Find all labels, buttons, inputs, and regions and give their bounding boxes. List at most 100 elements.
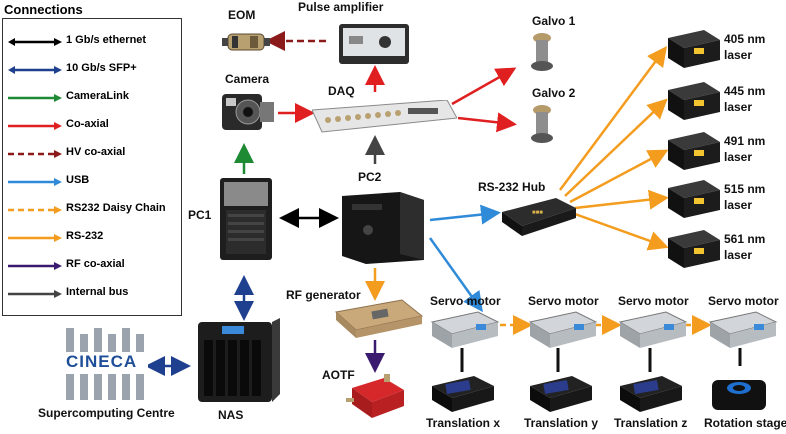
servo-motor-label: Servo motor	[430, 294, 501, 308]
legend-item-label: 1 Gb/s ethernet	[66, 34, 147, 46]
galvo2-label: Galvo 2	[532, 86, 576, 100]
legend-item: 1 Gb/s ethernet	[8, 34, 178, 50]
legend-swatch	[8, 178, 62, 186]
laser-wavelength-label: 445 nm	[724, 84, 766, 98]
laser-device	[668, 82, 720, 120]
servo-motor-device	[528, 311, 598, 348]
servo-motor-label: Servo motor	[528, 294, 599, 308]
translation-stage-device	[530, 376, 592, 412]
translation-stage-label: Translation y	[524, 416, 599, 430]
legend-item-label: Internal bus	[66, 286, 129, 298]
galvo2-device	[531, 105, 553, 143]
legend-item: 10 Gb/s SFP+	[8, 62, 178, 78]
galvo1-label: Galvo 1	[532, 14, 576, 28]
legend-item: HV co-axial	[8, 146, 178, 162]
pc1-label: PC1	[188, 208, 212, 222]
legend-swatch	[8, 234, 62, 242]
legend-item: RF co-axial	[8, 258, 178, 274]
legend-swatch	[8, 38, 62, 46]
eom-device	[222, 33, 270, 51]
laser-device	[668, 132, 720, 170]
laser-type-label: laser	[724, 48, 753, 62]
laser-wavelength-label: 561 nm	[724, 232, 766, 246]
link-daq-galvo1	[451, 67, 517, 106]
translation-stage-device	[432, 376, 494, 412]
supercomputing-label: Supercomputing Centre	[38, 406, 175, 420]
laser-device	[668, 180, 720, 218]
link-daq-galvo2	[457, 112, 517, 133]
camera-device	[222, 94, 274, 130]
link-pc2-hub	[429, 204, 501, 225]
laser-type-label: laser	[724, 248, 753, 262]
pc1-device	[220, 178, 272, 260]
legend-swatch	[8, 150, 62, 158]
daq-device	[312, 100, 457, 133]
legend-item: Internal bus	[8, 286, 178, 302]
nas-label: NAS	[218, 408, 244, 422]
laser-device	[668, 230, 720, 268]
legend-swatch	[8, 262, 62, 270]
pulse-amplifier-label: Pulse amplifier	[298, 0, 384, 14]
legend-item: RS-232	[8, 230, 178, 246]
link-hub-laser445	[564, 98, 668, 197]
pulse-amplifier-device	[339, 24, 409, 64]
camera-label: Camera	[225, 72, 270, 86]
legend-swatch	[8, 122, 62, 130]
legend-title: Connections	[4, 2, 83, 17]
servo-motor-label: Servo motor	[618, 294, 689, 308]
eom-label: EOM	[228, 8, 256, 22]
legend-swatch	[8, 206, 62, 214]
legend-item: CameraLink	[8, 90, 178, 106]
pc2-label: PC2	[358, 170, 382, 184]
link-hub-laser515	[574, 189, 669, 210]
laser-wavelength-label: 491 nm	[724, 134, 766, 148]
legend-swatch	[8, 66, 62, 74]
legend-item: Co-axial	[8, 118, 178, 134]
cineca-logo-text: CINECA	[66, 352, 138, 371]
rf-generator-device	[334, 299, 424, 338]
translation-stage-label: Translation z	[614, 416, 688, 430]
rf-generator-label: RF generator	[286, 288, 361, 302]
svg-text:■■■: ■■■	[532, 210, 543, 216]
rotation-stage-label: Rotation stage	[704, 416, 786, 430]
rs232-hub-label: RS-232 Hub	[478, 180, 546, 194]
laser-wavelength-label: 405 nm	[724, 32, 766, 46]
laser-type-label: laser	[724, 150, 753, 164]
aotf-device	[346, 374, 404, 418]
translation-stage-label: Translation x	[426, 416, 501, 430]
legend-item-label: Co-axial	[66, 118, 109, 130]
servo-motor-device	[618, 311, 688, 348]
aotf-label: AOTF	[322, 368, 355, 382]
legend-item-label: RF co-axial	[66, 258, 125, 270]
laser-type-label: laser	[724, 100, 753, 114]
legend-item-label: USB	[66, 174, 90, 186]
legend-swatch	[8, 290, 62, 298]
legend-item-label: 10 Gb/s SFP+	[66, 62, 137, 74]
galvo1-device	[531, 33, 553, 71]
link-hub-laser405	[558, 45, 667, 191]
laser-type-label: laser	[724, 198, 753, 212]
cineca-logo	[62, 328, 148, 400]
servo-motor-label: Servo motor	[708, 294, 779, 308]
laser-wavelength-label: 515 nm	[724, 182, 766, 196]
servo-motor-device	[430, 311, 500, 348]
legend-item-label: HV co-axial	[66, 146, 126, 158]
legend-item-label: RS232 Daisy Chain	[66, 202, 166, 214]
legend-item: RS232 Daisy Chain	[8, 202, 178, 218]
servo-motor-device	[708, 311, 778, 348]
legend-swatch	[8, 94, 62, 102]
link-hub-laser491	[569, 149, 669, 204]
rs232-hub-device: ■■■	[502, 198, 576, 236]
rotation-stage-device	[712, 380, 766, 410]
pc2-device	[342, 192, 424, 264]
legend	[2, 18, 182, 316]
laser-device	[668, 30, 720, 68]
daq-label: DAQ	[328, 84, 355, 98]
link-pc2-servo	[428, 237, 483, 313]
legend-item-label: CameraLink	[66, 90, 129, 102]
legend-item: USB	[8, 174, 178, 190]
link-hub-laser561	[574, 212, 669, 251]
nas-device	[198, 318, 280, 402]
